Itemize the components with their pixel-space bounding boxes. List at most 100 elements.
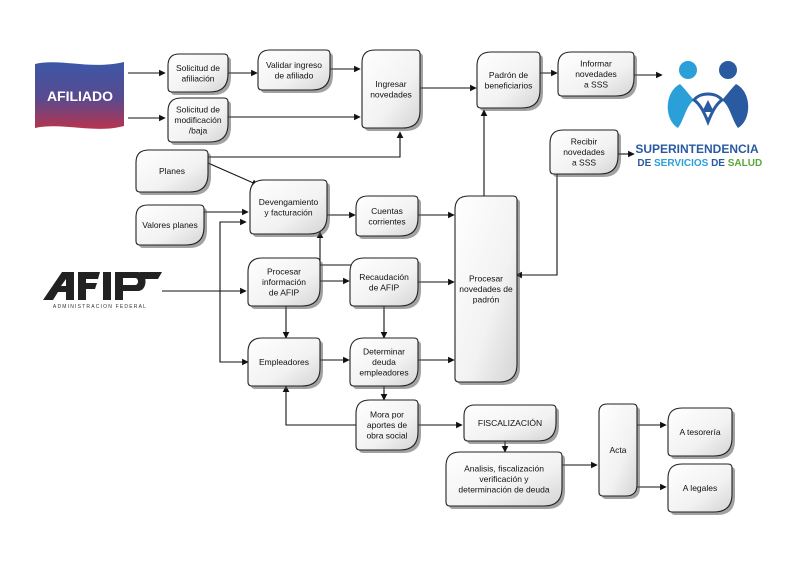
node-label: Solicitud de	[176, 63, 220, 73]
node-label: Determinar	[363, 347, 405, 357]
node-tesoreria: A tesorería	[667, 407, 735, 459]
sss-line-1: SUPERINTENDENCIA	[635, 142, 759, 156]
afiliado-flag: AFILIADO	[35, 62, 124, 129]
svg-text:DE SERVICIOS DE SALUD: DE SERVICIOS DE SALUD	[618, 158, 776, 169]
node-acta: Acta	[598, 403, 640, 499]
node-label: Procesar	[267, 267, 301, 277]
node-label: corrientes	[368, 216, 405, 226]
edge-planes-ingresar	[208, 131, 404, 158]
node-label: Procesar	[469, 274, 503, 284]
node-box	[445, 451, 563, 507]
node-label: A legales	[683, 483, 718, 493]
node-label: de AFIP	[369, 282, 400, 292]
node-box	[667, 407, 733, 457]
node-box	[549, 129, 619, 175]
node-label: Valores planes	[142, 220, 198, 230]
edge-planes-devengamiento	[207, 162, 259, 186]
node-box	[247, 337, 321, 387]
node-label: deuda	[372, 357, 396, 367]
node-box	[249, 179, 328, 235]
afip-subtitle: ADMINISTRACION FEDERAL	[53, 304, 147, 310]
node-label: novedades	[575, 69, 617, 79]
node-label: Informar	[580, 59, 612, 69]
node-label: Analisis, fiscalización	[464, 464, 544, 474]
sss-de-1: DE	[637, 158, 654, 169]
sss-figures-icon	[667, 61, 749, 128]
node-label: Solicitud de	[176, 105, 220, 115]
edge-afip-feed	[162, 218, 247, 292]
node-box	[349, 337, 419, 387]
node-label: Recibir	[571, 137, 598, 147]
node-box	[361, 49, 421, 129]
node-label: A tesorería	[679, 427, 720, 437]
node-label: Ingresar	[375, 79, 406, 89]
node-box	[349, 257, 419, 307]
node-empleadores: Empleadores	[247, 337, 323, 389]
node-label: a SSS	[572, 158, 596, 168]
node-label: novedades	[563, 147, 605, 157]
node-label: beneficiarios	[485, 80, 533, 90]
node-label: modificación	[174, 115, 222, 125]
node-label: aportes de	[367, 420, 407, 430]
node-label: y facturación	[264, 207, 312, 217]
node-label: /baja	[189, 126, 208, 136]
node-label: novedades de	[459, 284, 513, 294]
node-box	[257, 49, 331, 91]
edge-mora-empleadores	[282, 385, 356, 426]
node-box	[167, 53, 229, 93]
node-box	[247, 257, 321, 307]
node-label: de AFIP	[269, 288, 300, 298]
node-label: afiliación	[181, 73, 214, 83]
node-box	[355, 195, 419, 237]
sss-servicios: SERVICIOS	[654, 158, 709, 169]
sss-salud: SALUD	[728, 158, 762, 169]
node-box	[557, 51, 635, 97]
node-box	[463, 404, 557, 442]
node-label: padrón	[473, 295, 500, 305]
edges	[128, 65, 667, 491]
node-label: Acta	[609, 445, 626, 455]
node-box	[355, 399, 419, 451]
edge-recaudacion-devengamiento	[316, 231, 357, 266]
edge-recibir-procesar	[515, 172, 558, 279]
node-label: novedades	[370, 89, 412, 99]
node-label: Mora por	[370, 410, 404, 420]
node-label: obra social	[366, 431, 407, 441]
node-box	[598, 403, 638, 497]
node-label: información	[262, 277, 306, 287]
node-label: Devengamiento	[259, 197, 319, 207]
node-label: verificación y	[479, 474, 529, 484]
node-label: empleadores	[359, 368, 408, 378]
afip-logo: ADMINISTRACION FEDERAL	[43, 272, 162, 310]
node-box	[454, 195, 518, 383]
node-label: Cuentas	[371, 206, 403, 216]
node-valores-planes: Valores planes	[135, 204, 207, 248]
node-planes: Planes	[135, 149, 211, 195]
node-box	[667, 463, 733, 513]
node-label: Validar ingreso	[266, 60, 322, 70]
node-box	[476, 51, 541, 109]
sss-logo: SUPERINTENDENCIA DE SERVICIOS DE SALUD	[618, 61, 776, 169]
node-label: Empleadores	[259, 357, 309, 367]
node-label: Padrón de	[489, 70, 528, 80]
node-label: de afiliado	[275, 70, 314, 80]
edge-afip-empleadores	[219, 291, 249, 366]
node-label: Recaudación	[359, 272, 409, 282]
node-box	[135, 149, 209, 193]
